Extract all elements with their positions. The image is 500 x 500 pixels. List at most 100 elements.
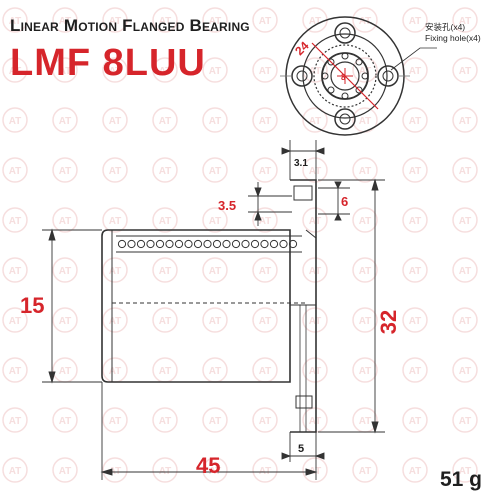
watermark-text: AT <box>159 266 172 277</box>
ball <box>241 239 250 249</box>
ball <box>184 239 193 249</box>
watermark-text: AT <box>309 66 322 77</box>
fixing-hole-left <box>291 65 313 87</box>
ball <box>279 239 288 249</box>
watermark-text: AT <box>109 216 122 227</box>
watermark-text: AT <box>209 16 222 27</box>
watermark-ring <box>452 157 478 183</box>
ball <box>222 239 231 249</box>
watermark-text: AT <box>59 316 72 327</box>
watermark-ring <box>202 157 228 183</box>
ball <box>250 239 260 249</box>
watermark-ring <box>352 7 378 33</box>
watermark-ring <box>302 207 328 233</box>
watermark-text: AT <box>359 216 372 227</box>
watermark-ring <box>252 107 278 133</box>
ball <box>174 239 184 249</box>
watermark-text: AT <box>59 66 72 77</box>
watermark-ring <box>152 457 178 483</box>
fixing-hole-label-cn: 安装孔(x4) <box>425 22 465 32</box>
watermark-ring <box>52 407 78 433</box>
watermark-ring <box>102 257 128 283</box>
watermark-ring <box>52 257 78 283</box>
watermark-text: AT <box>459 266 472 277</box>
watermark-ring <box>52 107 78 133</box>
watermark-text: AT <box>209 266 222 277</box>
watermark-text: AT <box>409 16 422 27</box>
watermark-text: AT <box>109 66 122 77</box>
watermark-text: AT <box>359 266 372 277</box>
watermark-ring <box>52 457 78 483</box>
watermark-ring <box>302 357 328 383</box>
watermark-ring <box>352 357 378 383</box>
watermark-ring <box>252 7 278 33</box>
shoulder-circle <box>302 33 388 119</box>
watermark-text: AT <box>9 66 22 77</box>
watermark-text: AT <box>59 166 72 177</box>
watermark-ring <box>452 207 478 233</box>
watermark-text: AT <box>9 266 22 277</box>
watermark-text: AT <box>159 166 172 177</box>
watermark-text: AT <box>9 316 22 327</box>
watermark-ring <box>202 307 228 333</box>
watermark-ring <box>102 457 128 483</box>
dim-flange-small: 3.5 <box>218 198 236 213</box>
ball <box>155 239 165 249</box>
ball <box>146 239 155 249</box>
watermark-ring <box>152 407 178 433</box>
watermark-ring <box>2 207 28 233</box>
watermark-text: AT <box>359 66 372 77</box>
watermark-text: AT <box>59 16 72 27</box>
watermark-ring <box>352 457 378 483</box>
watermark-ring <box>102 207 128 233</box>
pitch-circle <box>313 44 377 108</box>
watermark-ring <box>202 207 228 233</box>
watermark-text: AT <box>209 316 222 327</box>
watermark-text: AT <box>409 116 422 127</box>
watermark-ring <box>2 457 28 483</box>
watermark-ring <box>452 307 478 333</box>
ball <box>260 239 269 249</box>
watermark-ring <box>152 257 178 283</box>
watermark-ring <box>402 457 428 483</box>
ball <box>193 239 203 249</box>
fixing-hole-right <box>377 65 399 87</box>
watermark-text: AT <box>9 216 22 227</box>
inner-dimension-label: 8 <box>341 73 346 82</box>
watermark-text: AT <box>409 316 422 327</box>
watermark-ring <box>252 257 278 283</box>
watermark-ring <box>252 207 278 233</box>
watermark-ring <box>202 407 228 433</box>
watermark-text: AT <box>409 416 422 427</box>
watermark-text: AT <box>59 266 72 277</box>
watermark-text: AT <box>159 316 172 327</box>
watermark-text: AT <box>9 466 22 477</box>
watermark-text: AT <box>259 116 272 127</box>
watermark-ring <box>252 157 278 183</box>
watermark-ring <box>2 57 28 83</box>
watermark-text: AT <box>309 116 322 127</box>
ball <box>127 239 136 249</box>
watermark-text: AT <box>59 416 72 427</box>
watermark-text: AT <box>259 16 272 27</box>
watermark-text: AT <box>9 366 22 377</box>
ball <box>136 239 146 249</box>
watermark-text: AT <box>309 416 322 427</box>
watermark-ring <box>202 7 228 33</box>
watermark-text: AT <box>409 216 422 227</box>
watermark-text: AT <box>9 116 22 127</box>
watermark-ring <box>152 7 178 33</box>
watermark-ring <box>152 157 178 183</box>
watermark-text: AT <box>159 466 172 477</box>
watermark-text: AT <box>359 416 372 427</box>
watermark-ring <box>302 107 328 133</box>
watermark-ring <box>452 257 478 283</box>
watermark-ring <box>452 107 478 133</box>
watermark-text: AT <box>259 466 272 477</box>
watermark-text: AT <box>109 166 122 177</box>
watermark-ring <box>452 357 478 383</box>
watermark-ring <box>352 157 378 183</box>
bearing-side-view <box>101 179 317 433</box>
watermark-text: AT <box>459 366 472 377</box>
watermark-ring <box>2 357 28 383</box>
